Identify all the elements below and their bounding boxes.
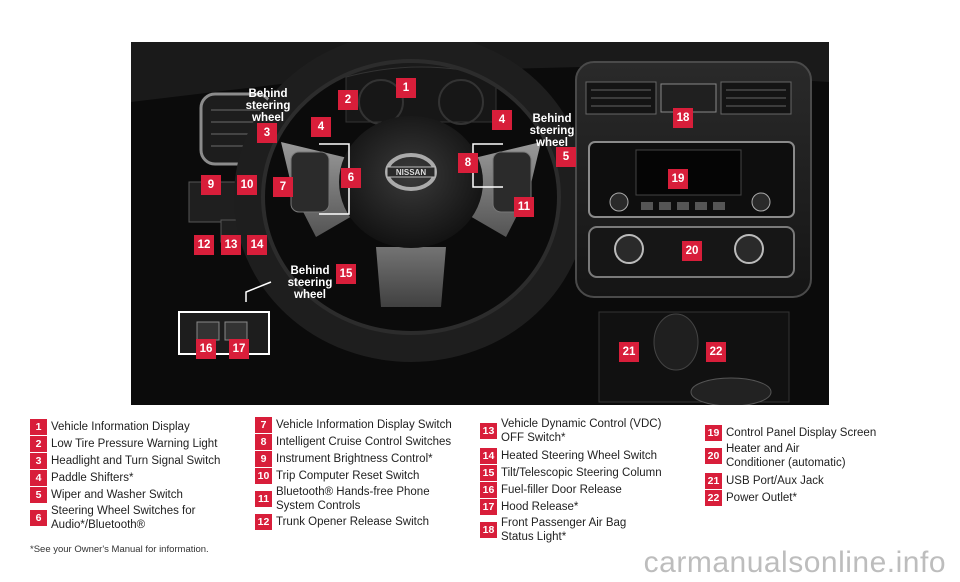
- legend-label: Bluetooth® Hands-free Phone System Contr…: [276, 486, 430, 512]
- callout-11: 11: [514, 197, 534, 217]
- legend-num: 9: [255, 451, 272, 467]
- legend-label: Low Tire Pressure Warning Light: [51, 438, 218, 450]
- legend-label: Front Passenger Air Bag Status Light*: [501, 517, 627, 543]
- legend-num: 17: [480, 499, 497, 515]
- callout-21: 21: [619, 342, 639, 362]
- legend-item: 10 Trip Computer Reset Switch: [255, 468, 419, 484]
- legend-item: 2 Low Tire Pressure Warning Light: [30, 436, 217, 452]
- legend-label: Heater and Air Conditioner (automatic): [726, 443, 846, 469]
- legend-label: Heated Steering Wheel Switch: [501, 450, 657, 462]
- callout-19: 19: [668, 169, 688, 189]
- legend-item: 4 Paddle Shifters*: [30, 470, 133, 486]
- callout-6: 6: [341, 168, 361, 188]
- legend-item: 12 Trunk Opener Release Switch: [255, 514, 429, 530]
- callout-2: 2: [338, 90, 358, 110]
- legend-num: 18: [480, 522, 497, 538]
- legend-num: 20: [705, 448, 722, 464]
- legend-num: 11: [255, 491, 272, 507]
- legend-num: 22: [705, 490, 722, 506]
- legend-num: 21: [705, 473, 722, 489]
- legend-num: 15: [480, 465, 497, 481]
- nissan-logo: NISSAN: [396, 168, 426, 177]
- callout-15: 15: [336, 264, 356, 284]
- legend-num: 10: [255, 468, 272, 484]
- legend-num: 7: [255, 417, 272, 433]
- legend-item: 15 Tilt/Telescopic Steering Column: [480, 465, 662, 481]
- legend-item: 9 Instrument Brightness Control*: [255, 451, 433, 467]
- legend-label: Steering Wheel Switches for Audio*/Bluet…: [51, 505, 196, 531]
- callout-17: 17: [229, 339, 249, 359]
- legend-label: Instrument Brightness Control*: [276, 453, 433, 465]
- callout-4-left: 4: [311, 117, 331, 137]
- legend-item: 16 Fuel-filler Door Release: [480, 482, 622, 498]
- legend-label: Vehicle Information Display: [51, 421, 190, 433]
- legend-num: 5: [30, 487, 47, 503]
- legend-num: 4: [30, 470, 47, 486]
- legend-item: 8 Intelligent Cruise Control Switches: [255, 434, 451, 450]
- callout-5: 5: [556, 147, 576, 167]
- legend-label: Paddle Shifters*: [51, 472, 134, 484]
- callout-22: 22: [706, 342, 726, 362]
- callout-3: 3: [257, 123, 277, 143]
- legend-item: 1 Vehicle Information Display: [30, 419, 190, 435]
- legend-label: Power Outlet*: [726, 492, 797, 504]
- callout-20: 20: [682, 241, 702, 261]
- callout-18: 18: [673, 108, 693, 128]
- callout-16: 16: [196, 339, 216, 359]
- legend-num: 2: [30, 436, 47, 452]
- legend-label: Intelligent Cruise Control Switches: [276, 436, 452, 448]
- legend-label: Vehicle Dynamic Control (VDC) OFF Switch…: [501, 418, 662, 444]
- callout-8: 8: [458, 153, 478, 173]
- legend-label: Control Panel Display Screen: [726, 427, 877, 439]
- legend-label: Trunk Opener Release Switch: [276, 516, 429, 528]
- callout-7: 7: [273, 177, 293, 197]
- legend-item: 19 Control Panel Display Screen: [705, 425, 876, 441]
- legend-label: Tilt/Telescopic Steering Column: [501, 467, 662, 479]
- callout-1: 1: [396, 78, 416, 98]
- legend-label: Headlight and Turn Signal Switch: [51, 455, 221, 467]
- legend-num: 3: [30, 453, 47, 469]
- legend-num: 16: [480, 482, 497, 498]
- legend-label: Wiper and Washer Switch: [51, 489, 183, 501]
- legend-item: 5 Wiper and Washer Switch: [30, 487, 183, 503]
- legend-label: USB Port/Aux Jack: [726, 475, 824, 487]
- callout-4-right: 4: [492, 110, 512, 130]
- callout-9: 9: [201, 175, 221, 195]
- legend-num: 12: [255, 514, 272, 530]
- behind-wheel-label: Behind steering wheel: [287, 265, 333, 301]
- legend-label: Fuel-filler Door Release: [501, 484, 622, 496]
- legend-num: 13: [480, 423, 497, 439]
- legend-item: 14 Heated Steering Wheel Switch: [480, 448, 657, 464]
- legend-item: 7 Vehicle Information Display Switch: [255, 417, 452, 433]
- legend-label: Vehicle Information Display Switch: [276, 419, 452, 431]
- callout-14: 14: [247, 235, 267, 255]
- legend-num: 14: [480, 448, 497, 464]
- legend-item: 22 Power Outlet*: [705, 490, 797, 506]
- legend-num: 19: [705, 425, 722, 441]
- footnote: *See your Owner's Manual for information…: [30, 544, 209, 555]
- watermark: carmanualsonline.info: [643, 546, 946, 579]
- legend-item: 21 USB Port/Aux Jack: [705, 473, 824, 489]
- callout-13: 13: [221, 235, 241, 255]
- legend-label: Trip Computer Reset Switch: [276, 470, 420, 482]
- behind-wheel-label: Behind steering wheel: [529, 113, 575, 149]
- legend-item: 17 Hood Release*: [480, 499, 578, 515]
- legend-num: 8: [255, 434, 272, 450]
- legend-num: 6: [30, 510, 47, 526]
- callout-12: 12: [194, 235, 214, 255]
- dashboard-photo: NISSAN Behind steeri: [131, 42, 829, 405]
- legend-num: 1: [30, 419, 47, 435]
- legend-item: 3 Headlight and Turn Signal Switch: [30, 453, 220, 469]
- callout-10: 10: [237, 175, 257, 195]
- behind-wheel-label: Behind steering wheel: [245, 88, 291, 124]
- legend-label: Hood Release*: [501, 501, 579, 513]
